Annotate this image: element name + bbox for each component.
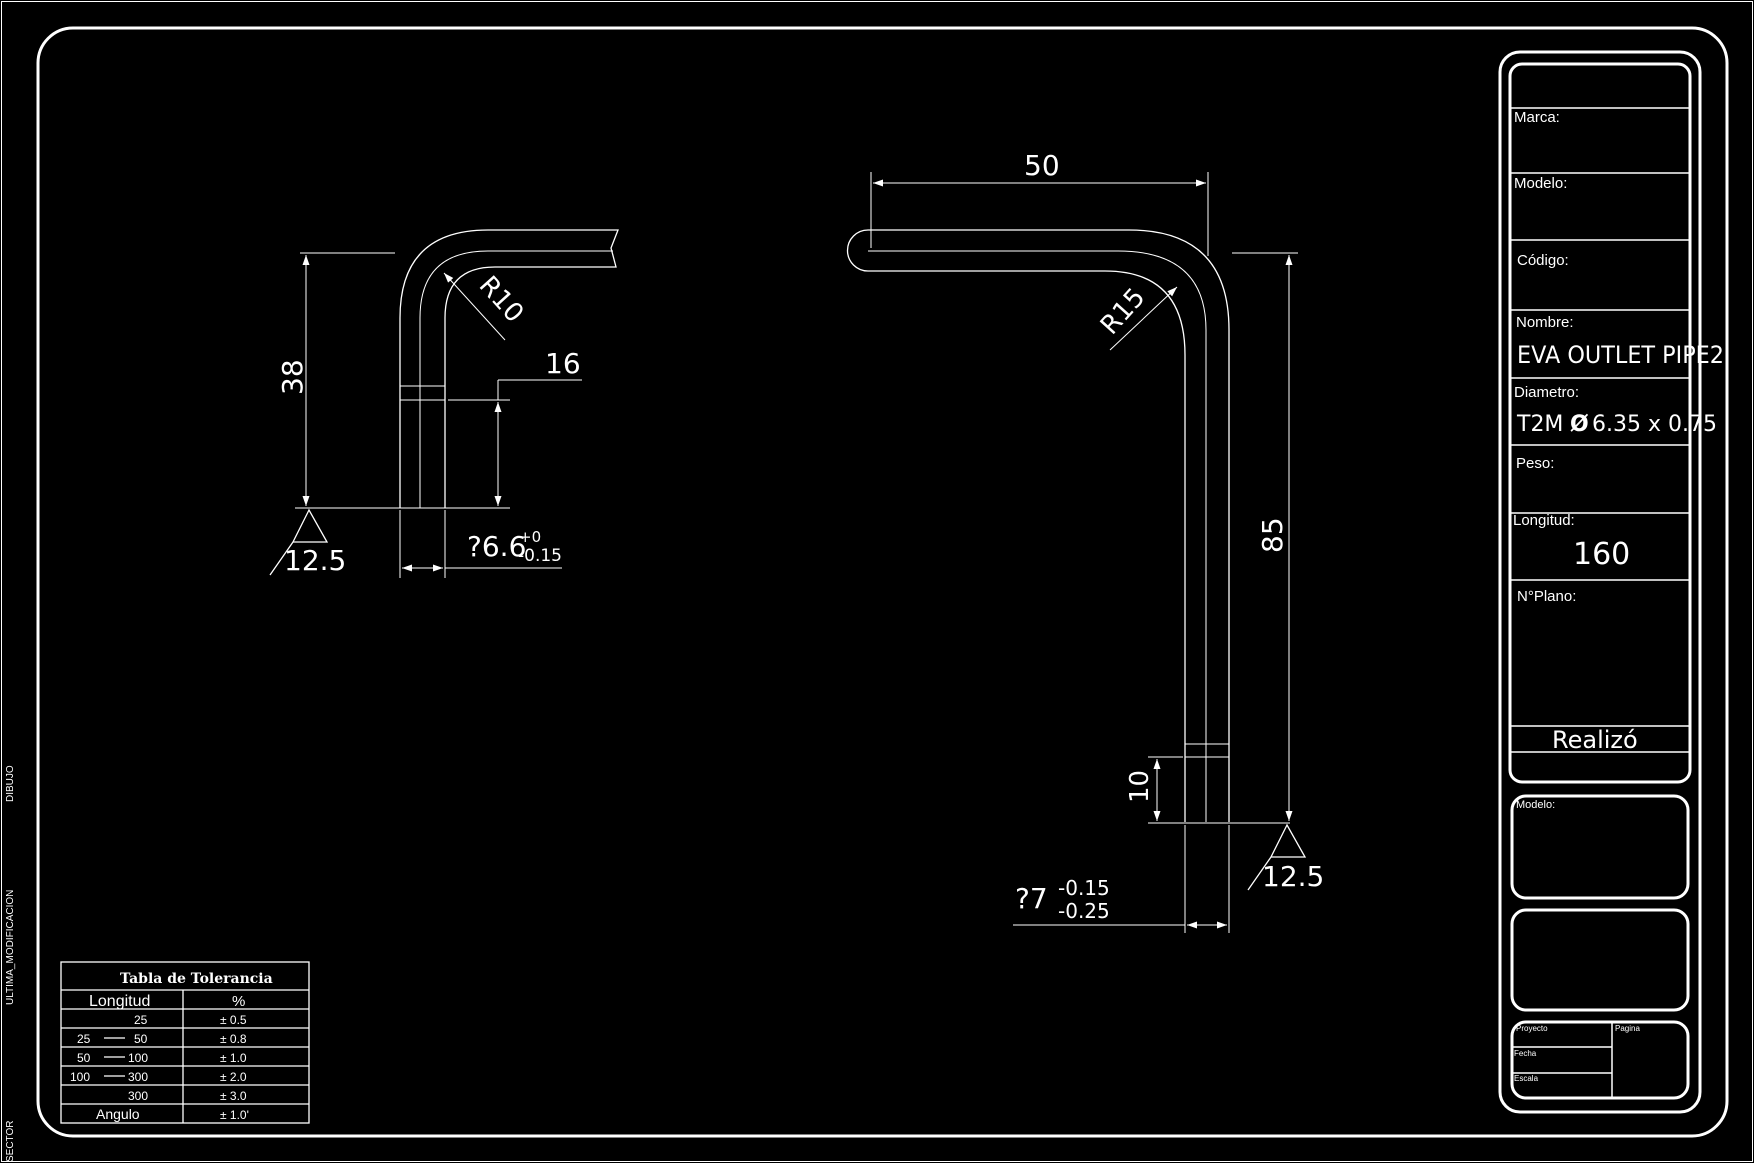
tolerance-row-to: 300 — [128, 1070, 148, 1084]
main-tol-lower: -0.25 — [1058, 899, 1110, 923]
realizo-label: Realizó — [1552, 726, 1638, 754]
tolerance-table-title: Tabla de Tolerancia — [120, 971, 273, 987]
tolerance-row-value: ± 1.0 — [220, 1051, 247, 1065]
detail-tol-lower: -0.15 — [518, 546, 562, 566]
modelo-label: Modelo: — [1514, 175, 1567, 192]
codigo-label: Código: — [1517, 252, 1569, 269]
tolerance-table — [60, 961, 310, 1124]
tolerance-row-5: 300 ± 3.0 — [128, 1089, 247, 1103]
diametro-label: Diametro: — [1514, 384, 1579, 401]
nombre-value: EVA OUTLET PIPE2 — [1517, 341, 1724, 369]
main-radius-leader — [1109, 286, 1178, 351]
main-view — [846, 172, 1307, 933]
detail-dim-r10: R10 — [473, 271, 530, 329]
tolerance-row-3: 50 100 ± 1.0 — [77, 1051, 247, 1065]
tolerance-row-4: 100 300 ± 2.0 — [70, 1070, 247, 1084]
side-label-sector: SECTOR — [5, 1121, 16, 1163]
nombre-label: Nombre: — [1516, 314, 1574, 331]
tolerance-row-2: 25 50 ± 0.8 — [77, 1032, 247, 1046]
tolerance-angle-label: Angulo — [96, 1106, 140, 1122]
tolerance-row-to: 25 — [134, 1013, 148, 1027]
main-roughness-symbol — [1247, 823, 1307, 891]
detail-pipe — [399, 229, 619, 508]
longitud-label: Longitud: — [1513, 512, 1575, 529]
pagina-label: Pagina — [1615, 1024, 1640, 1033]
main-pipe — [846, 229, 1230, 822]
diametro-prefix: T2M — [1516, 412, 1563, 437]
tolerance-row-from: 25 — [77, 1032, 91, 1046]
tolerance-row-value: ± 3.0 — [220, 1089, 247, 1103]
nplano-label: N°Plano: — [1517, 588, 1576, 605]
tolerance-row-value: ± 0.5 — [220, 1013, 247, 1027]
main-dim-85: 85 — [1256, 517, 1289, 553]
main-diameter: ?7 — [1015, 882, 1048, 915]
tolerance-row-value: ± 0.8 — [220, 1032, 247, 1046]
detail-diameter: ?6.6 — [467, 530, 526, 563]
tolerance-header-percent: % — [232, 993, 245, 1010]
tolerance-header-longitud: Longitud — [89, 993, 150, 1010]
diameter-symbol: Ø — [1570, 412, 1589, 437]
detail-tol-upper: +0 — [519, 528, 541, 546]
longitud-value: 160 — [1573, 537, 1630, 572]
detail-dim-16: 16 — [545, 347, 581, 380]
proyecto-label: Proyecto — [1516, 1024, 1548, 1033]
modelo2-label: Modelo: — [1516, 799, 1555, 811]
main-dim-10: 10 — [1125, 770, 1155, 803]
detail-roughness-value: 12.5 — [284, 544, 346, 577]
tolerance-row-to: 300 — [128, 1089, 148, 1103]
marca-label: Marca: — [1514, 109, 1560, 126]
tolerance-row-from: 100 — [70, 1070, 90, 1084]
inner-frame — [36, 26, 1729, 1138]
title-block — [1498, 50, 1702, 1114]
main-dim-50: 50 — [1024, 149, 1060, 182]
detail-radius-leader — [443, 272, 506, 341]
main-dim-r15: R15 — [1095, 283, 1152, 341]
side-label-ultima-modificacion: ULTIMA_MODIFICACION — [5, 890, 16, 1005]
main-roughness-value: 12.5 — [1262, 860, 1324, 893]
fecha-label: Fecha — [1514, 1049, 1537, 1058]
detail-roughness-symbol — [269, 508, 329, 576]
diametro-value: 6.35 x 0.75 — [1592, 412, 1717, 437]
peso-label: Peso: — [1516, 455, 1554, 472]
tolerance-angle-value: ± 1.0' — [220, 1108, 249, 1122]
detail-dim-38: 38 — [276, 359, 309, 395]
tolerance-row-to: 50 — [134, 1032, 148, 1046]
tolerance-row-from: 50 — [77, 1051, 91, 1065]
detail-view — [269, 229, 619, 578]
side-label-dibujo: DIBUJO — [5, 765, 16, 802]
main-tol-upper: -0.15 — [1058, 876, 1110, 900]
tolerance-row-to: 100 — [128, 1051, 148, 1065]
tolerance-row-value: ± 2.0 — [220, 1070, 247, 1084]
escala-label: Escala — [1514, 1074, 1539, 1083]
tolerance-row-1: 25 ± 0.5 — [134, 1013, 247, 1027]
